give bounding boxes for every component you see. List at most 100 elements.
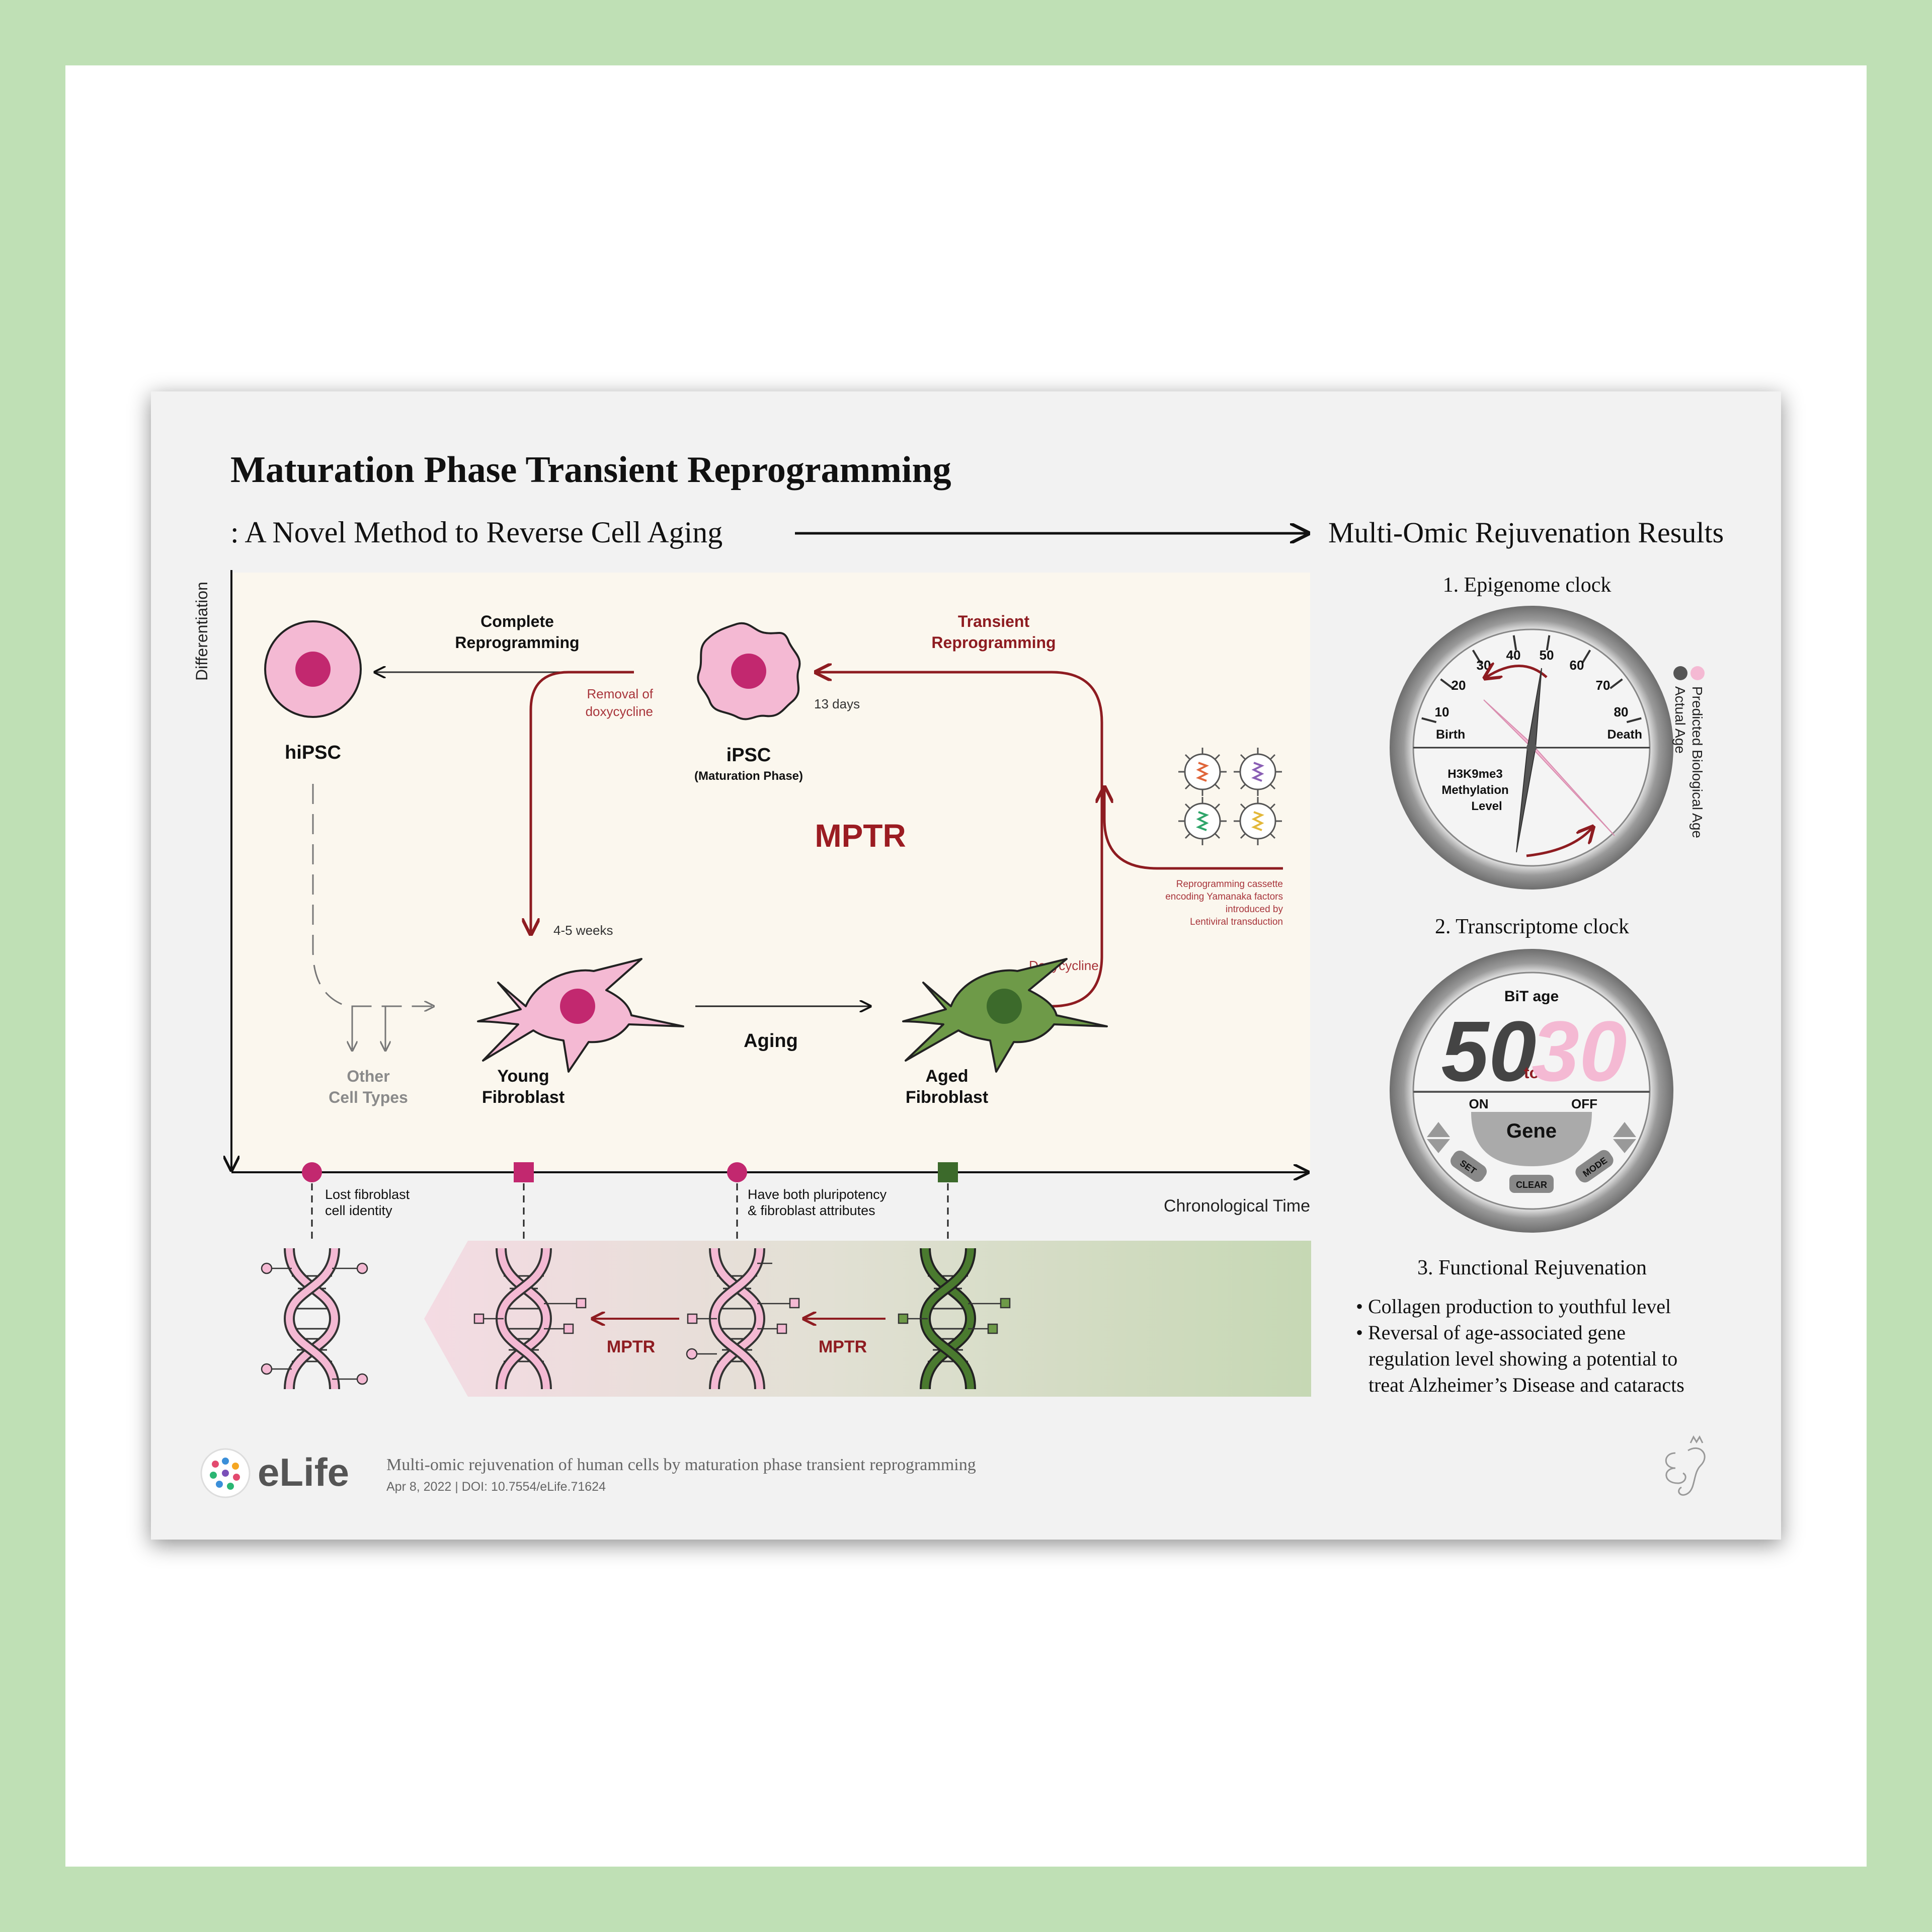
elife-logo[interactable]: [200, 1448, 251, 1498]
bullet-line: regulation level showing a potential to: [1369, 1347, 1677, 1370]
aged-fibroblast-nucleus: [987, 989, 1022, 1024]
days-label: 13 days: [814, 696, 860, 711]
bullet-line: • Reversal of age-associated gene: [1356, 1321, 1626, 1344]
removal-label-1: Removal of: [587, 686, 654, 701]
weeks-label: 4-5 weeks: [553, 923, 613, 938]
paper-citation: Apr 8, 2022 | DOI: 10.7554/eLife.71624: [386, 1480, 606, 1494]
hipsc-label: hiPSC: [285, 742, 341, 763]
clock-pivot: [1526, 743, 1537, 753]
clock-legend: Predicted Biological Age Actual Age: [1672, 666, 1705, 838]
removal-arrow: [531, 671, 634, 932]
x-axis-label: Chronological Time: [1164, 1196, 1310, 1216]
clock-number: 60: [1570, 658, 1584, 673]
transient-label-1: Transient: [958, 612, 1030, 630]
aging-label: Aging: [744, 1030, 798, 1052]
both-attributes-label-2: & fibroblast attributes: [748, 1203, 875, 1218]
actual-age-hand: [1516, 668, 1542, 853]
elife-logo-mark: [210, 1458, 240, 1490]
infographic: Maturation Phase Transient Reprogramming…: [193, 449, 1724, 1498]
mptr-label: MPTR: [815, 818, 906, 854]
dna-helix-young: [473, 1248, 587, 1390]
dna-mptr-label-1: MPTR: [607, 1337, 655, 1356]
other-label-2: Cell Types: [329, 1088, 408, 1106]
virus-icon: [1234, 748, 1282, 796]
illustrator-signature-icon: [1665, 1435, 1706, 1496]
legend-actual: Actual Age: [1672, 686, 1688, 754]
clock-number: 40: [1506, 648, 1521, 663]
virus-icon: [1234, 797, 1282, 845]
clock-number: 70: [1596, 678, 1611, 693]
infographic-card: Maturation Phase Transient Reprogramming…: [151, 391, 1781, 1540]
dna-mptr-label-2: MPTR: [819, 1337, 867, 1356]
cassette-line: Reprogramming cassette: [1176, 879, 1283, 890]
timeline-marker-hipsc: [302, 1162, 322, 1182]
subtitle: : A Novel Method to Reverse Cell Aging: [230, 516, 722, 549]
up-left-icon[interactable]: [1427, 1122, 1450, 1137]
transcriptome-clock: BiT age 50 to 30 ON OFF Gene SET CLEAR M…: [1390, 949, 1673, 1233]
elife-wordmark[interactable]: eLife: [258, 1450, 349, 1494]
clock-death-label: Death: [1607, 728, 1642, 742]
cassette-line: introduced by: [1226, 904, 1283, 915]
complete-label-2: Reprogramming: [455, 633, 579, 652]
dna-helix-aged: [898, 1248, 1011, 1390]
methylation-label: Methylation: [1441, 783, 1508, 797]
aged-label-1: Aged: [926, 1067, 969, 1086]
age-to: 30: [1532, 1004, 1627, 1099]
young-label-1: Young: [497, 1067, 549, 1086]
lentivirus-particles: [1178, 748, 1282, 845]
gene-label: Gene: [1506, 1120, 1557, 1142]
predicted-age-hand: [1483, 699, 1615, 836]
bullet-line: treat Alzheimer’s Disease and cataracts: [1369, 1374, 1684, 1396]
cassette-arrow: [1104, 789, 1283, 870]
up-right-icon[interactable]: [1613, 1122, 1636, 1137]
methylation-label: H3K9me3: [1447, 767, 1502, 781]
paper-title: Multi-omic rejuvenation of human cells b…: [386, 1456, 976, 1474]
other-label-1: Other: [347, 1067, 389, 1085]
clear-label: CLEAR: [1516, 1180, 1547, 1190]
virus-icon: [1178, 797, 1227, 845]
down-left-icon[interactable]: [1427, 1139, 1450, 1153]
ipsc-sublabel: (Maturation Phase): [694, 769, 803, 783]
legend-pred: Predicted Biological Age: [1689, 686, 1705, 838]
lost-identity-label-1: Lost fibroblast: [325, 1187, 410, 1202]
complete-label-1: Complete: [480, 612, 554, 630]
functional-bullets: • Collagen production to youthful level …: [1356, 1295, 1684, 1396]
bit-age-label: BiT age: [1504, 988, 1559, 1005]
clock-number: 20: [1452, 678, 1466, 693]
transient-label-2: Reprogramming: [931, 633, 1056, 652]
aged-label-2: Fibroblast: [906, 1088, 988, 1107]
lost-identity-label-2: cell identity: [325, 1203, 392, 1218]
cassette-line: encoding Yamanaka factors: [1165, 892, 1283, 902]
result-heading-3: 3. Functional Rejuvenation: [1417, 1256, 1647, 1279]
dna-helix-hipsc: [261, 1248, 368, 1390]
young-fibroblast-nucleus: [560, 989, 595, 1024]
timeline-marker-aged: [938, 1162, 958, 1182]
clock-birth-label: Birth: [1436, 728, 1465, 742]
methylation-label: Level: [1471, 799, 1502, 813]
title: Maturation Phase Transient Reprogramming: [230, 449, 951, 491]
cassette-line: Lentiviral transduction: [1190, 917, 1283, 927]
off-label: OFF: [1571, 1096, 1597, 1111]
legend-pred-swatch: [1691, 666, 1705, 680]
clear-button[interactable]: CLEAR: [1509, 1175, 1554, 1193]
bullet-line: • Collagen production to youthful level: [1356, 1295, 1671, 1318]
y-axis-label: Differentiation: [193, 582, 211, 681]
down-right-icon[interactable]: [1613, 1139, 1636, 1153]
timeline-marker-young: [514, 1162, 534, 1182]
legend-actual-swatch: [1673, 666, 1687, 680]
removal-label-2: doxycycline: [586, 704, 653, 719]
clock-number: 50: [1540, 648, 1554, 663]
age-to-word: to: [1524, 1064, 1539, 1082]
clock-number: 10: [1435, 704, 1450, 719]
timeline-guides: [311, 1183, 949, 1241]
cassette-label: Reprogramming cassette encoding Yamanaka…: [1165, 879, 1283, 927]
virus-icon: [1178, 748, 1227, 796]
young-label-2: Fibroblast: [482, 1088, 565, 1107]
both-attributes-label-1: Have both pluripotency: [748, 1187, 887, 1202]
gene-button[interactable]: [1471, 1112, 1592, 1166]
timeline-marker-ipsc: [727, 1162, 747, 1182]
clock-number: 80: [1614, 704, 1629, 719]
result-heading-2: 2. Transcriptome clock: [1435, 915, 1629, 938]
transient-arrow: [818, 672, 1103, 1008]
hipsc-nucleus: [295, 652, 331, 687]
